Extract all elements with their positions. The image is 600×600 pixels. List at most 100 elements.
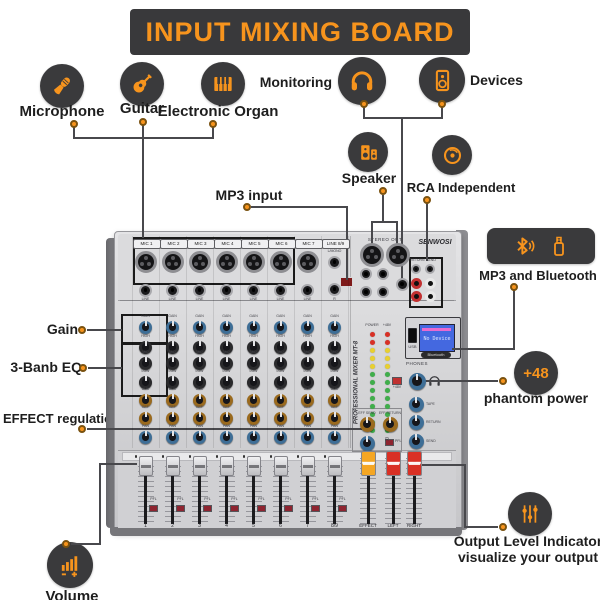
knob-mid-ch1 — [139, 356, 152, 370]
fader-number: 5 — [252, 523, 255, 529]
rca-section-label: SEND — [426, 258, 436, 262]
xlr-pin — [400, 255, 405, 260]
knob-mid-ch3 — [193, 356, 206, 370]
microphone-glyph — [53, 77, 70, 95]
knob-label: EFF — [304, 404, 311, 409]
xlr-pin — [174, 262, 179, 267]
pfl-master-button — [385, 439, 394, 446]
fader-cap-ch1 — [138, 456, 153, 476]
callout-mp3-and-bluetooth: MP3 and Bluetooth — [479, 268, 597, 283]
bluetooth-icon — [517, 237, 535, 255]
pfl-button-ch1 — [148, 505, 158, 512]
knob-aux-ch3 — [193, 393, 206, 407]
knob-label: LOW — [195, 368, 204, 373]
knob-high-ch3 — [193, 340, 206, 354]
callout-output-level-2: visualize your output — [457, 549, 598, 565]
knob-label: MID — [277, 349, 284, 354]
knob-eff-ch2 — [166, 411, 179, 425]
pfl-label: PFL — [312, 497, 319, 501]
knob-low-ch2 — [166, 375, 179, 389]
knob-label: LOW — [330, 368, 339, 373]
connector-line — [464, 526, 498, 528]
xlr-pin — [305, 256, 310, 261]
meter-led — [369, 380, 375, 385]
page-title: INPUT MIXING BOARD — [145, 16, 455, 47]
meter-header-power: POWER — [365, 323, 379, 327]
knob-label: LOW — [303, 368, 312, 373]
xlr-pin — [374, 255, 379, 260]
xlr-pin — [251, 256, 256, 261]
knob-pan-ch6 — [274, 430, 287, 444]
xlr-pin — [166, 262, 171, 267]
guitar-icon — [120, 62, 164, 106]
knob-gain-ch4 — [220, 320, 233, 334]
xlr-pin — [391, 255, 396, 260]
xlr-pin — [309, 262, 314, 267]
meter-led — [369, 356, 375, 361]
volume-icon — [47, 542, 93, 588]
peak-dot — [188, 455, 191, 458]
pfl-label: PFL — [258, 497, 265, 501]
callout-3band-eq: 3-Banb EQ — [10, 359, 82, 375]
xlr-pin — [255, 262, 260, 267]
line-input-jack — [274, 283, 287, 297]
callout-pin — [423, 196, 431, 204]
peak-dot — [161, 455, 164, 458]
line-jack-label: LINE — [303, 296, 312, 301]
callout-pin — [70, 120, 78, 128]
meter-channel-label: R — [385, 437, 389, 443]
knob-label: AUX — [249, 386, 258, 391]
rca-jack — [424, 290, 436, 302]
knob-eff-ch6 — [274, 411, 287, 425]
meter-led — [384, 396, 390, 401]
xlr-pin — [170, 256, 175, 261]
xlr-pin — [370, 249, 374, 254]
phones-out-jack — [395, 277, 409, 291]
rca-return-jack — [411, 264, 421, 274]
connector-line — [396, 221, 398, 253]
knob-eff-ch1 — [139, 411, 152, 425]
meter-led — [369, 412, 375, 417]
channel-separator — [132, 236, 133, 448]
electronic-organ-icon — [201, 62, 245, 106]
knob-high-ch5 — [247, 340, 260, 354]
knob-eff-to-main — [359, 435, 375, 451]
meter-led — [384, 356, 390, 361]
fader-track-ch6 — [279, 466, 282, 524]
knob-label: PAN — [196, 423, 203, 428]
master-knob-label: SEND — [426, 439, 436, 443]
knob-gain-ch3 — [193, 320, 206, 334]
peak-dot — [296, 455, 299, 458]
callout-effect-regulation: EFFECT regulation — [3, 411, 120, 426]
knob-label: GAIN — [168, 313, 177, 318]
connector-line — [142, 137, 144, 238]
channel-label: MIC 4 — [213, 239, 242, 249]
channel-separator — [321, 236, 322, 448]
knob-eff-send — [359, 416, 375, 432]
meter-header-48v: +48V — [382, 323, 392, 327]
pfl-button-ch5 — [256, 505, 266, 512]
knob-label: AUX — [276, 386, 285, 391]
ctrl-out-jack — [360, 268, 372, 280]
speakers-glyph — [360, 144, 377, 160]
knob-label: LOW — [276, 368, 285, 373]
knob-label: MID — [331, 349, 338, 354]
knob-tape — [408, 396, 424, 412]
pfl-button-ch3 — [202, 505, 212, 512]
channel-separator — [240, 236, 241, 448]
knob-aux-ch2 — [166, 393, 179, 407]
knob-high-ch8 — [328, 340, 341, 354]
knob-aux-ch4 — [220, 393, 233, 407]
line-input-jack — [247, 283, 260, 297]
knob-label: EFF — [196, 404, 203, 409]
meter-led — [369, 364, 375, 369]
meter-led — [384, 412, 390, 417]
peak-dot — [242, 455, 245, 458]
xlr-pin — [274, 262, 279, 267]
meter-led — [384, 348, 390, 353]
knob-aux-ch5 — [247, 393, 260, 407]
knob-label: LOW — [249, 368, 258, 373]
connector-line — [87, 329, 122, 331]
phones-label: PHONES — [405, 361, 428, 366]
